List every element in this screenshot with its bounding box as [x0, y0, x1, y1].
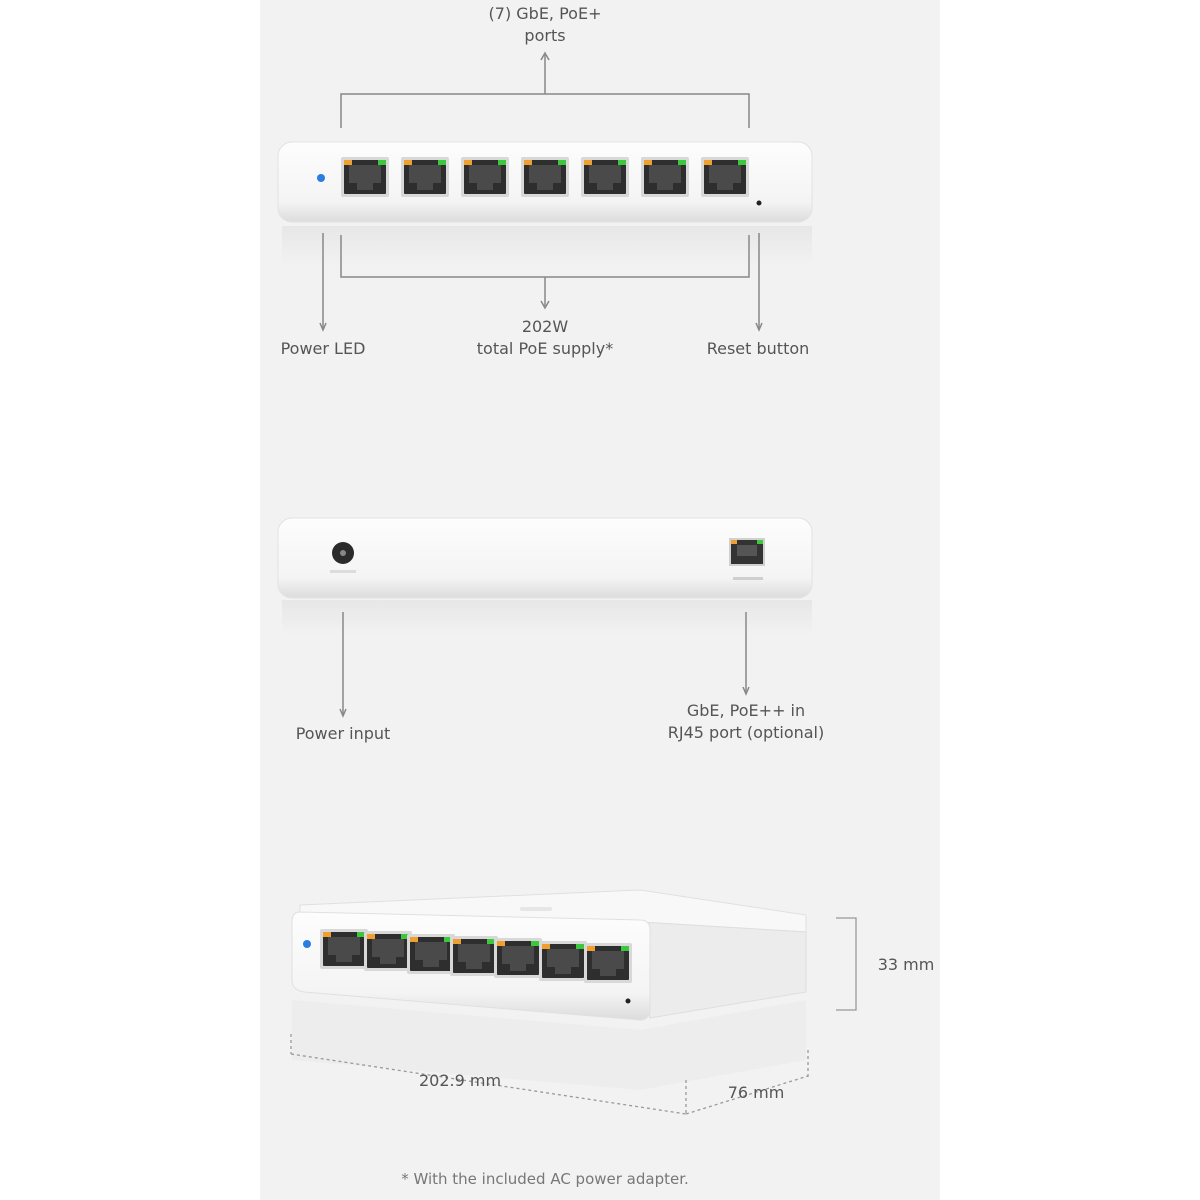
- width-dimension-label: 202.9 mm: [418, 1071, 502, 1090]
- poe-supply-label: 202W total PoE supply*: [445, 316, 645, 360]
- iso-port-5: [494, 938, 542, 978]
- port-1: [341, 157, 389, 197]
- depth-dimension-line: [685, 1050, 809, 1115]
- iso-port-4: [450, 936, 498, 976]
- switch-reflection: [282, 226, 812, 266]
- ports-label-line1: (7) GbE, PoE+: [488, 4, 602, 23]
- ports-label: (7) GbE, PoE+ ports: [445, 3, 645, 47]
- uplink-port-label: GbE, PoE++ in RJ45 port (optional): [646, 700, 846, 744]
- rear-reflection: [282, 600, 812, 636]
- ports-bracket: [340, 51, 750, 128]
- uplink-leader: [742, 612, 750, 696]
- uplink-port: [729, 538, 765, 580]
- power-input-leader: [339, 612, 347, 718]
- switch-rear-view: [277, 517, 813, 599]
- port-6: [641, 157, 689, 197]
- power-input-label: Power input: [295, 724, 391, 743]
- port-5: [581, 157, 629, 197]
- poe-supply-line1: 202W: [521, 317, 569, 336]
- iso-port-1: [320, 929, 368, 969]
- height-dimension-label: 33 mm: [877, 955, 935, 974]
- footnote: * With the included AC power adapter.: [401, 1170, 689, 1188]
- width-dimension-line: [290, 1034, 687, 1116]
- iso-port-3: [407, 934, 455, 974]
- switch-iso-view: [291, 889, 807, 1090]
- power-led-label: Power LED: [280, 339, 366, 358]
- port-3: [461, 157, 509, 197]
- port-2: [401, 157, 449, 197]
- iso-port-2: [364, 931, 412, 971]
- reset-button-label: Reset button: [706, 339, 810, 358]
- uplink-port-line1: GbE, PoE++ in: [686, 701, 806, 720]
- switch-front-view: [277, 141, 813, 223]
- power-led-indicator: [317, 174, 325, 182]
- port-4: [521, 157, 569, 197]
- height-dimension-line: [836, 917, 857, 1011]
- ports-label-line2: ports: [524, 26, 566, 45]
- iso-port-7: [584, 943, 632, 983]
- power-led-leader: [319, 233, 327, 332]
- reset-leader: [755, 233, 763, 332]
- port-7: [701, 157, 749, 197]
- poe-bracket: [340, 235, 750, 310]
- uplink-port-line2: RJ45 port (optional): [667, 723, 825, 742]
- depth-dimension-label: 76 mm: [727, 1083, 785, 1102]
- iso-port-6: [539, 941, 587, 981]
- poe-supply-line2: total PoE supply*: [476, 339, 614, 358]
- reset-hole: [756, 200, 762, 206]
